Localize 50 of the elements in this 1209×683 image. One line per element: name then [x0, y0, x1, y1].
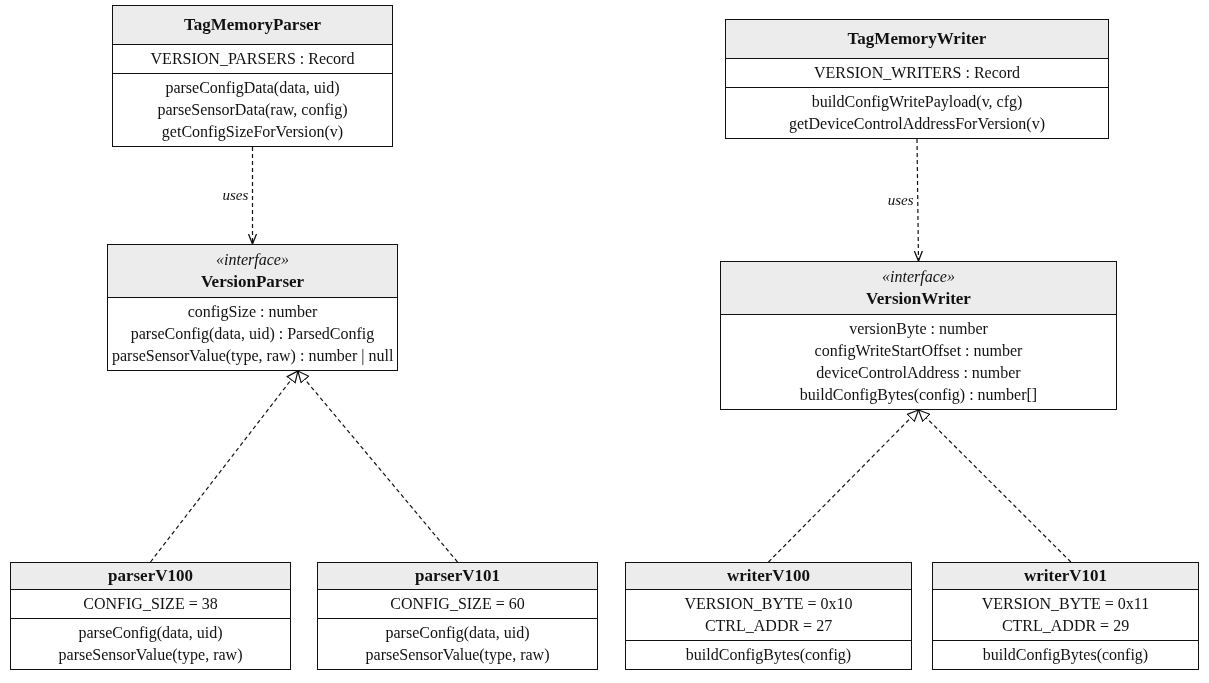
member-text: VERSION_BYTE = 0x10	[684, 594, 853, 614]
member-text: CTRL_ADDR = 27	[704, 616, 833, 636]
realization-arrow	[297, 370, 459, 563]
dependency-arrow	[913, 138, 924, 262]
member-text: parseSensorData(raw, config)	[157, 100, 348, 121]
realization-arrow	[767, 409, 920, 563]
member-text: VERSION_WRITERS : Record	[813, 63, 1021, 83]
realization-arrow	[917, 409, 1072, 563]
member-text: versionByte : number	[849, 319, 988, 340]
member-text: buildConfigBytes(config)	[685, 645, 852, 666]
class-name: writerV101	[1023, 565, 1108, 587]
member-text: CONFIG_SIZE = 60	[390, 594, 525, 614]
class-box	[625, 562, 912, 670]
class-box	[725, 19, 1109, 139]
class-name: TagMemoryParser	[183, 14, 322, 36]
member-text: getDeviceControlAddressForVersion(v)	[789, 114, 1045, 135]
class-name: parserV101	[415, 565, 500, 587]
member-text: configSize : number	[187, 302, 318, 323]
member-text: configWriteStartOffset : number	[814, 341, 1023, 362]
member-text: parseConfigData(data, uid)	[165, 78, 340, 99]
class-box	[932, 562, 1199, 670]
class-box	[112, 5, 393, 147]
class-name: parserV100	[108, 565, 193, 587]
stereotype-label: «interface»	[216, 250, 289, 271]
realization-arrow	[149, 370, 299, 563]
class-box	[317, 562, 598, 670]
member-text: VERSION_PARSERS : Record	[150, 49, 355, 69]
member-text: buildConfigBytes(config) : number[]	[799, 385, 1038, 406]
member-text: CONFIG_SIZE = 38	[83, 594, 218, 614]
member-text: parseConfig(data, uid)	[78, 623, 223, 644]
class-name: TagMemoryWriter	[847, 28, 987, 50]
member-text: parseSensorValue(type, raw)	[58, 645, 243, 666]
class-name: VersionWriter	[866, 288, 971, 310]
member-text: CTRL_ADDR = 29	[1001, 616, 1130, 636]
member-text: buildConfigBytes(config)	[982, 645, 1149, 666]
member-text: getConfigSizeForVersion(v)	[161, 122, 344, 143]
member-text: deviceControlAddress : number	[816, 363, 1021, 383]
member-text: parseConfig(data, uid) : ParsedConfig	[130, 324, 375, 345]
member-text: parseSensorValue(type, raw)	[365, 645, 550, 666]
dependency-arrow	[247, 146, 258, 245]
member-text: parseSensorValue(type, raw) : number | null	[112, 346, 394, 367]
class-box	[107, 244, 398, 371]
class-name: writerV100	[726, 565, 811, 587]
member-text: VERSION_BYTE = 0x11	[981, 594, 1150, 614]
member-text: buildConfigWritePayload(v, cfg)	[811, 92, 1023, 113]
class-box	[10, 562, 291, 670]
member-text: parseConfig(data, uid)	[385, 623, 530, 644]
class-name: VersionParser	[200, 271, 305, 293]
class-box	[720, 261, 1117, 410]
stereotype-label: «interface»	[882, 267, 955, 288]
